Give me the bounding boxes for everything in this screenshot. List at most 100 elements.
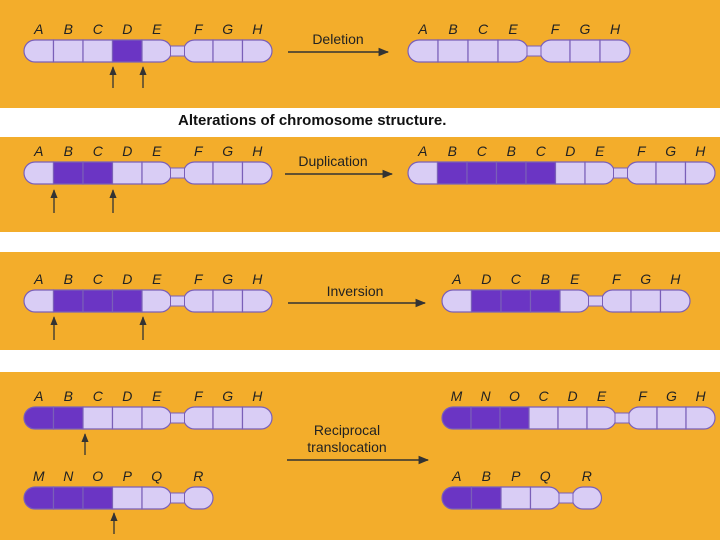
- chromosome-band: [82, 289, 114, 313]
- centromere: [526, 45, 542, 57]
- gene-label: A: [33, 388, 43, 404]
- gene-label: R: [193, 468, 203, 484]
- chromosome-band: [141, 39, 173, 63]
- chromosome-band: [141, 161, 173, 185]
- gene-label: F: [637, 143, 647, 159]
- chromosome-band: [182, 161, 214, 185]
- chromosome-band: [441, 486, 473, 510]
- gene-label: P: [511, 468, 521, 484]
- centromere: [170, 412, 185, 424]
- chromosome-band: [569, 39, 601, 63]
- centromere: [614, 412, 630, 424]
- gene-label: E: [152, 143, 162, 159]
- gene-label: A: [33, 21, 43, 37]
- gene-label: G: [580, 21, 591, 37]
- chromosome-band: [559, 289, 591, 313]
- gene-label: G: [222, 21, 233, 37]
- chromosome-band: [82, 406, 114, 430]
- gene-label: B: [64, 388, 73, 404]
- gene-label: A: [451, 468, 461, 484]
- chromosome-band: [111, 289, 143, 313]
- gene-label: O: [509, 388, 520, 404]
- chromosome-band: [437, 39, 469, 63]
- chromosome-band: [82, 161, 114, 185]
- chromosome-band: [182, 406, 214, 430]
- chromosome-band: [407, 39, 439, 63]
- chromosome-band: [182, 486, 214, 510]
- gene-label: A: [417, 143, 427, 159]
- gene-label: B: [64, 271, 73, 287]
- duplication-label: Duplication: [298, 153, 367, 169]
- chromosome-band: [625, 161, 657, 185]
- chromosome-band: [525, 161, 557, 185]
- chromosome-band: [52, 161, 84, 185]
- chromosome-band: [656, 406, 687, 430]
- chromosome-band: [529, 486, 561, 510]
- chromosome-band: [407, 161, 439, 185]
- gene-label: M: [451, 388, 463, 404]
- gene-label: N: [480, 388, 491, 404]
- centromere: [170, 295, 185, 307]
- gene-label: H: [695, 388, 706, 404]
- chromosome-band: [111, 486, 143, 510]
- centromere: [558, 492, 574, 504]
- gene-label: D: [122, 21, 132, 37]
- gene-label: B: [482, 468, 491, 484]
- gene-label: C: [93, 271, 104, 287]
- translocation-panel: [0, 372, 720, 540]
- gene-label: G: [222, 271, 233, 287]
- chromosome-band: [684, 161, 716, 185]
- chromosome-band: [23, 289, 55, 313]
- chromosome-band: [82, 486, 114, 510]
- chromosome-band: [630, 289, 662, 313]
- gene-label: D: [565, 143, 575, 159]
- gene-label: G: [665, 143, 676, 159]
- chromosome-band: [586, 406, 617, 430]
- gene-label: B: [448, 21, 457, 37]
- gene-label: E: [570, 271, 580, 287]
- chromosome-band: [495, 161, 527, 185]
- gene-label: F: [638, 388, 648, 404]
- chromosome-band: [436, 161, 468, 185]
- gene-label: Q: [540, 468, 551, 484]
- centromere: [170, 167, 185, 179]
- chromosome-band: [212, 289, 244, 313]
- chromosome-band: [499, 406, 530, 430]
- gene-label: G: [640, 271, 651, 287]
- chromosome-band: [141, 406, 173, 430]
- chromosome-band: [23, 39, 55, 63]
- chromosome-band: [584, 161, 616, 185]
- chromosome-band: [182, 289, 214, 313]
- chromosome-band: [52, 39, 84, 63]
- gene-label: D: [481, 271, 491, 287]
- gene-label: C: [538, 388, 549, 404]
- chromosome-band: [528, 406, 559, 430]
- chromosome-band: [241, 161, 273, 185]
- gene-label: D: [122, 143, 132, 159]
- gene-label: F: [194, 143, 204, 159]
- gene-label: B: [64, 143, 73, 159]
- chromosome-band: [241, 289, 273, 313]
- gene-label: C: [93, 388, 104, 404]
- chromosome-band: [52, 289, 84, 313]
- chromosome-band: [599, 39, 631, 63]
- inversion-label: Inversion: [327, 283, 384, 299]
- gene-label: E: [508, 21, 518, 37]
- gene-label: E: [152, 21, 162, 37]
- gene-label: B: [507, 143, 516, 159]
- gene-label: A: [451, 271, 461, 287]
- chromosome-band: [627, 406, 658, 430]
- chromosome-band: [470, 289, 502, 313]
- chromosome-band: [441, 406, 472, 430]
- gene-label: G: [222, 143, 233, 159]
- gene-label: P: [123, 468, 133, 484]
- gene-label: B: [448, 143, 457, 159]
- gene-label: G: [666, 388, 677, 404]
- chromosome-band: [182, 39, 214, 63]
